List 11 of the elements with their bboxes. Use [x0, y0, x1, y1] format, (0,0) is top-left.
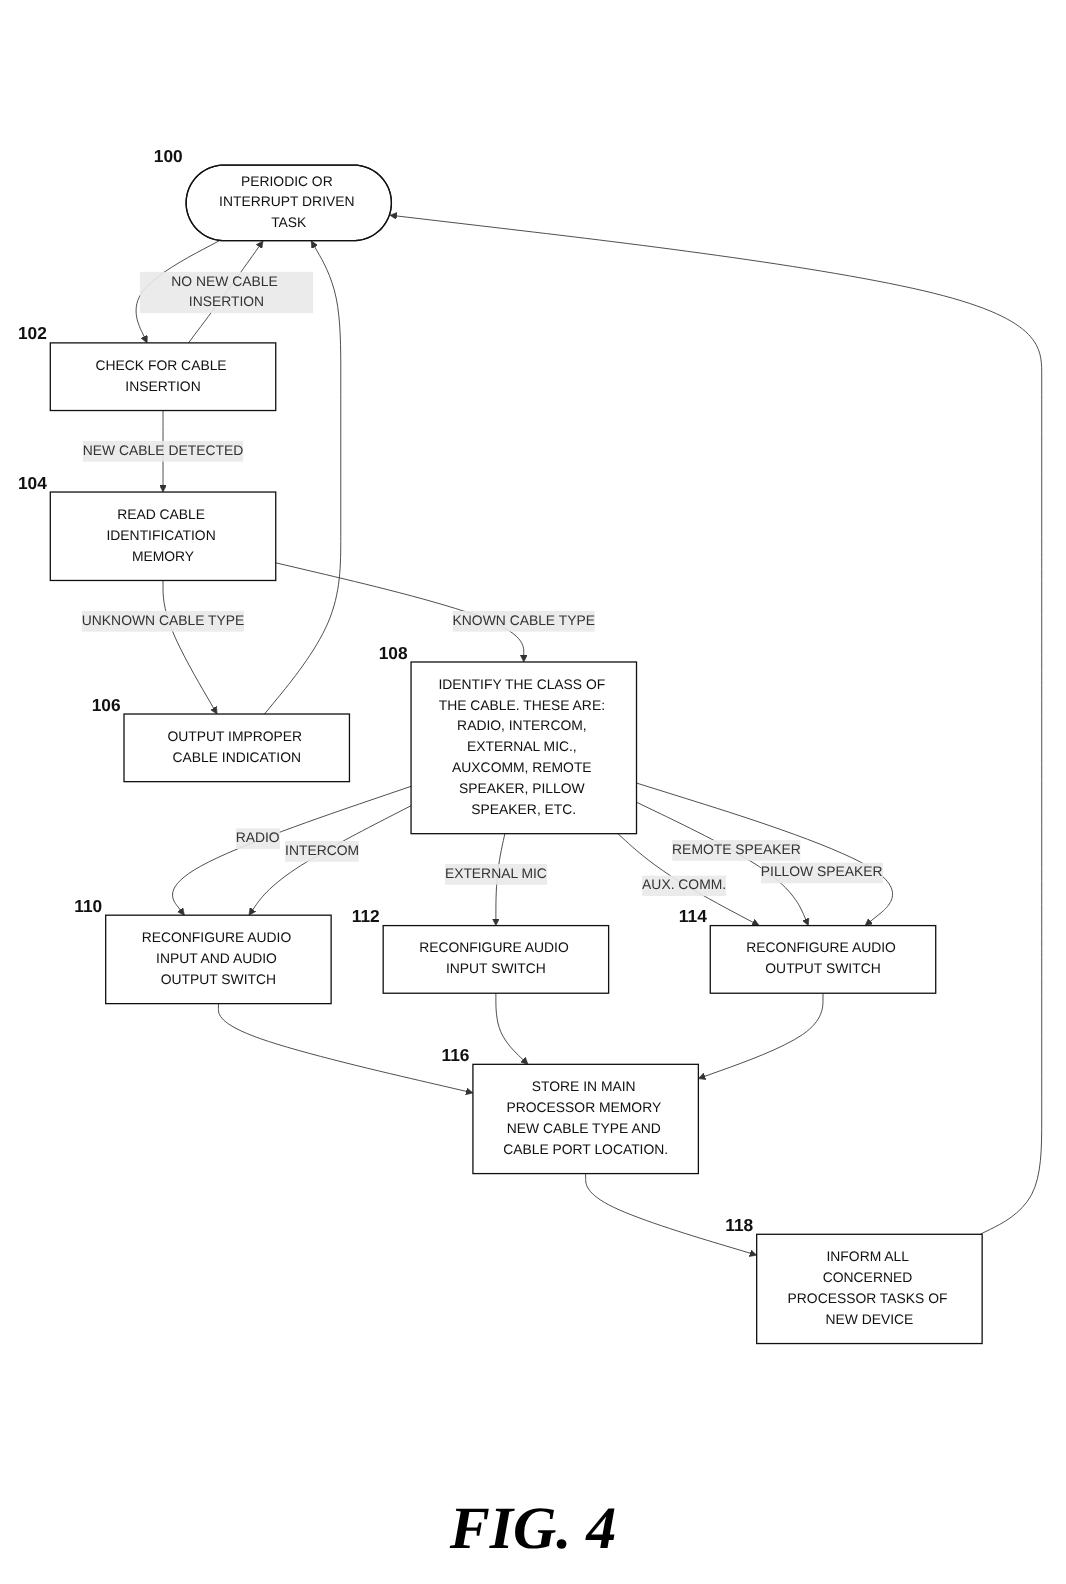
- reference-numeral: 100: [153, 145, 183, 166]
- reference-numeral: 108: [378, 642, 408, 663]
- reference-numeral: 118: [725, 1214, 754, 1235]
- reference-numeral: 106: [91, 694, 121, 715]
- reference-numeral: 112: [351, 906, 380, 927]
- reference-numeral: 102: [17, 323, 47, 344]
- reference-numeral: 104: [17, 472, 47, 493]
- reference-numeral: 114: [678, 906, 707, 927]
- reference-numeral: 116: [441, 1044, 470, 1065]
- figure-caption: FIG. 4: [449, 1496, 617, 1564]
- reference-numeral: 110: [74, 895, 103, 916]
